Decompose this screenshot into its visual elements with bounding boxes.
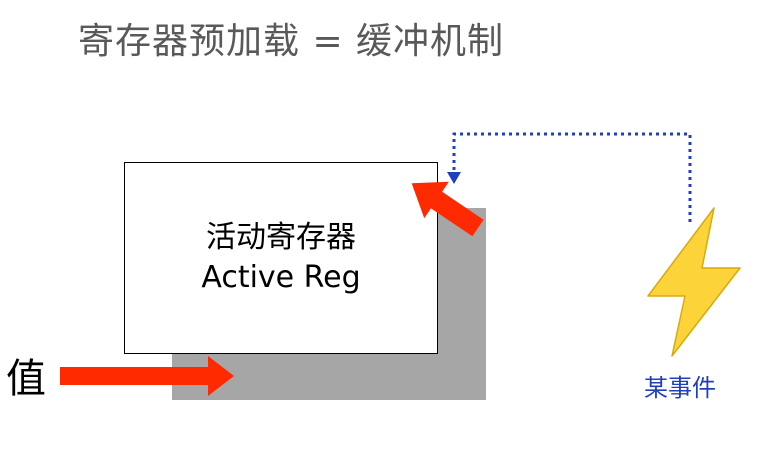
- value-label: 值: [6, 356, 46, 402]
- value-to-shadow-arrow: [60, 356, 234, 396]
- lightning-icon: [647, 207, 741, 357]
- shadow-to-active-arrow: [411, 181, 484, 237]
- active-register-label-cn: 活动寄存器: [206, 220, 356, 255]
- active-register-label-en: Active Reg: [201, 260, 361, 295]
- event-label: 某事件: [644, 374, 716, 402]
- event-trigger-dotted-line: [447, 132, 692, 222]
- active-register-box: 活动寄存器 Active Reg: [124, 162, 438, 354]
- diagram-title: 寄存器预加载 = 缓冲机制: [78, 21, 505, 62]
